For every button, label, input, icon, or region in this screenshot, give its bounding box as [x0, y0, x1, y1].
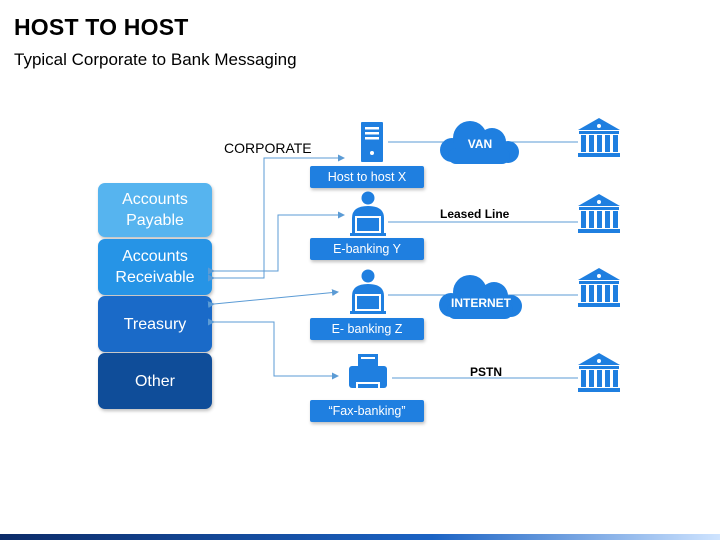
- host-label-x: Host to host X: [310, 166, 424, 188]
- channel-label-leased-line: Leased Line: [440, 207, 510, 221]
- channel-label-internet: INTERNET: [451, 296, 511, 310]
- dept-other: Other: [98, 353, 212, 409]
- bank-icon: [578, 268, 620, 307]
- footer-accent-bar: [0, 534, 720, 540]
- page-title: HOST TO HOST: [14, 14, 189, 40]
- connector-ebanking-z: [207, 289, 339, 309]
- dept-label-line2: Payable: [126, 212, 184, 229]
- dept-label-line2: Receivable: [115, 269, 195, 286]
- host-label-ebanking-y: E-banking Y: [310, 238, 424, 260]
- dept-treasury: Treasury: [98, 296, 212, 352]
- user-computer-icon: [350, 191, 386, 236]
- cloud-internet: [439, 275, 522, 319]
- host-label-ebanking-z: E- banking Z: [310, 318, 424, 340]
- host-label-fax: “Fax-banking”: [310, 400, 424, 422]
- user-computer-icon: [350, 269, 386, 314]
- dept-label: Treasury: [123, 315, 187, 333]
- dept-label-line1: Accounts: [122, 191, 188, 208]
- channel-label-pstn: PSTN: [470, 365, 503, 379]
- dept-label: Other: [134, 372, 175, 390]
- bank-icon: [578, 194, 620, 233]
- connector-ebanking-y: [208, 211, 345, 275]
- server-icon: [361, 122, 383, 162]
- page-subtitle: Typical Corporate to Bank Messaging: [14, 50, 297, 69]
- dept-label-line1: Accounts: [122, 248, 188, 265]
- cloud-van: [440, 121, 519, 164]
- channel-label-van: VAN: [467, 137, 493, 151]
- corporate-label: CORPORATE: [224, 140, 312, 156]
- fax-icon: [349, 354, 387, 388]
- bank-icon: [578, 353, 620, 392]
- bank-icon: [578, 118, 620, 157]
- connector-fax: [208, 318, 339, 380]
